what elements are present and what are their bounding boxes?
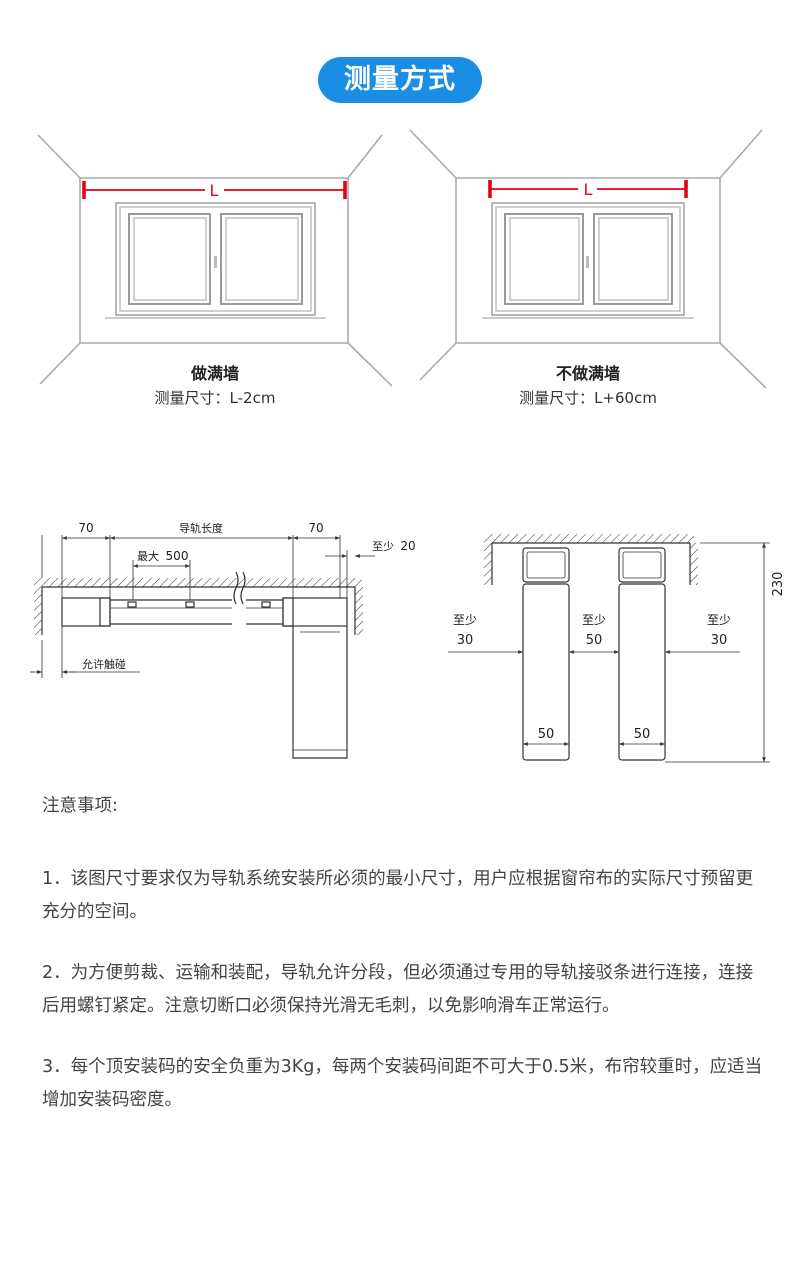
min-gap-value: 20 xyxy=(400,539,415,553)
partial-wall-dim-label: L xyxy=(584,180,593,199)
right-min-label: 至少 xyxy=(707,613,731,627)
left-width-value: 50 xyxy=(538,727,555,742)
full-wall-window xyxy=(105,202,326,319)
max-label: 最大 xyxy=(137,549,159,563)
left-margin-label: 70 xyxy=(78,521,93,535)
technical-drawings: 70 导轨长度 70 最大 500 至少 20 允许触碰 xyxy=(30,521,786,763)
room-diagrams: L L xyxy=(37,129,767,389)
partial-wall-caption: 不做满墙 xyxy=(555,364,620,383)
right-min-value: 30 xyxy=(711,633,728,648)
max-value: 500 xyxy=(166,549,189,563)
partial-wall-window xyxy=(482,202,694,319)
full-wall-dimension: L xyxy=(82,181,347,200)
right-margin-label: 70 xyxy=(308,521,323,535)
full-wall-measure: 测量尺寸：L-2cm xyxy=(154,389,276,407)
min-gap-label: 至少 xyxy=(372,540,394,553)
section-title: 测量方式 xyxy=(318,57,482,103)
notes-heading: 注意事项: xyxy=(42,796,118,816)
allow-touch-label: 允许触碰 xyxy=(82,657,126,671)
full-wall-dim-label: L xyxy=(210,181,219,200)
middle-min-value: 50 xyxy=(586,633,603,648)
right-width-value: 50 xyxy=(634,727,651,742)
partial-wall-dimension: L xyxy=(488,180,688,199)
note-item: 2．为方便剪裁、运输和装配，导轨允许分段，但必须通过专用的导轨接驳条进行连接，连… xyxy=(42,963,754,1016)
track-diagram-labels: 70 导轨长度 70 最大 500 至少 20 允许触碰 xyxy=(78,521,415,671)
full-wall-caption: 做满墙 xyxy=(190,364,239,383)
spacing-diagram-labels: 至少 30 至少 50 至少 30 50 50 230 xyxy=(453,572,786,742)
spacing-diagram xyxy=(448,534,770,763)
track-length-label: 导轨长度 xyxy=(179,521,223,535)
middle-min-label: 至少 xyxy=(582,613,606,627)
left-min-value: 30 xyxy=(457,633,474,648)
partial-wall-room xyxy=(409,129,767,389)
notes-section: 注意事项: 1．该图尺寸要求仅为导轨系统安装所必须的最小尺寸，用户应根据窗帘布的… xyxy=(42,790,766,1145)
left-min-label: 至少 xyxy=(453,613,477,627)
note-item: 3．每个顶安装码的安全负重为3Kg，每两个安装码间距不可大于0.5米，布帘较重时… xyxy=(42,1057,763,1110)
full-wall-room xyxy=(37,134,393,387)
partial-wall-measure: 测量尺寸：L+60cm xyxy=(519,389,657,407)
track-diagram xyxy=(30,535,375,759)
note-item: 1．该图尺寸要求仅为导轨系统安装所必须的最小尺寸，用户应根据窗帘布的实际尺寸预留… xyxy=(42,869,754,922)
height-value: 230 xyxy=(771,572,786,597)
